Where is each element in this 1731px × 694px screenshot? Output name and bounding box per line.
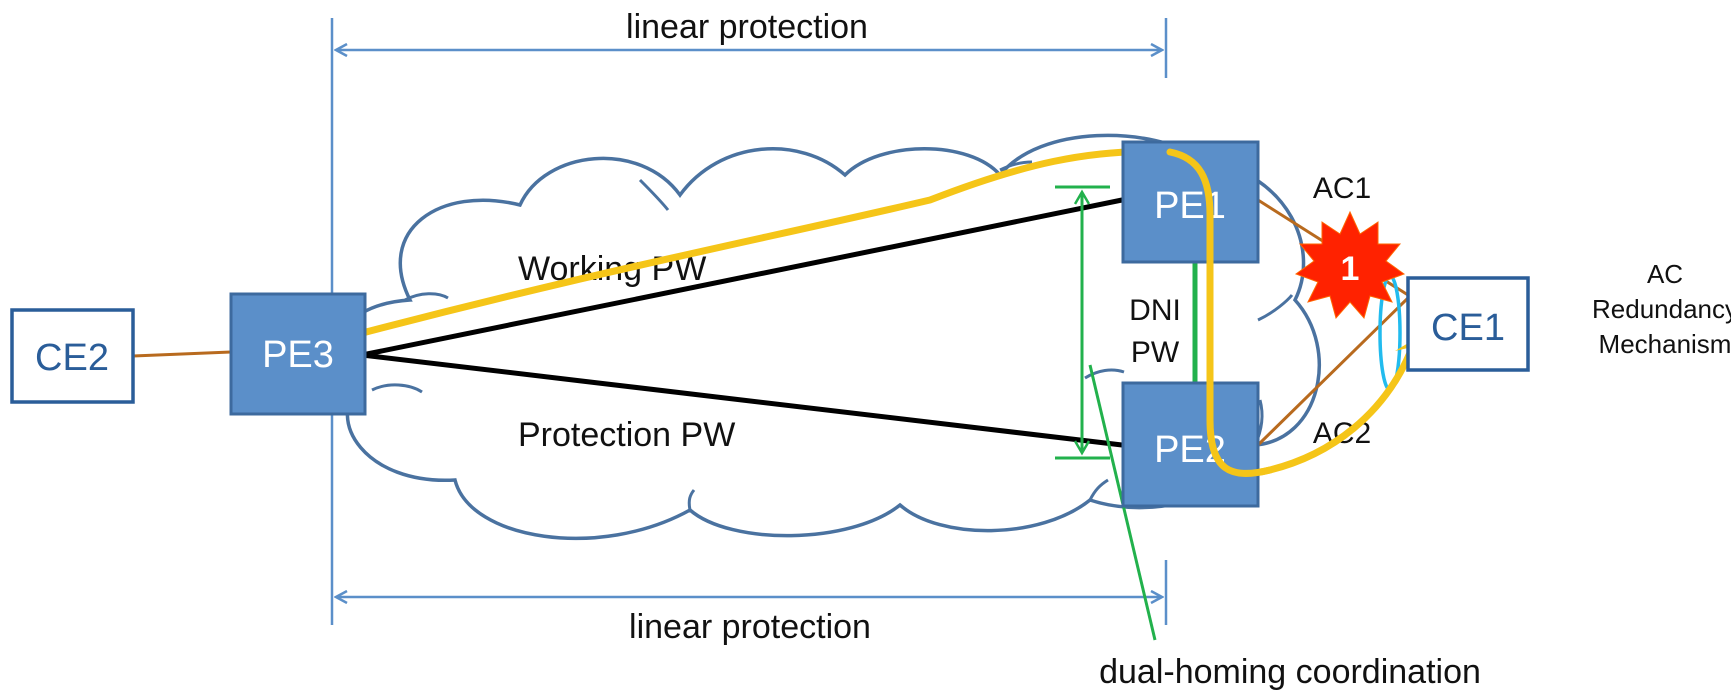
ce2-pe3-link: [132, 350, 232, 358]
ac2-link: [1256, 296, 1410, 447]
ce2-label: CE2: [35, 337, 109, 379]
cloud-puff-arc: [687, 489, 696, 511]
bottom-span-label: linear protection: [629, 608, 871, 646]
ce2-node[interactable]: CE2: [10, 308, 135, 404]
ac1-label: AC1: [1313, 172, 1371, 205]
redundancy-line1: AC: [1647, 259, 1683, 289]
cloud-puff-arc: [1088, 478, 1109, 501]
fault-burst-icon: [1294, 210, 1406, 320]
top-span-label: linear protection: [626, 8, 868, 46]
ce1-label: CE1: [1431, 307, 1505, 349]
pe3-node[interactable]: PE3: [229, 292, 367, 416]
protection-pw-line: [361, 352, 1123, 448]
cloud-puff-arc: [371, 383, 423, 394]
pe3-label: PE3: [262, 334, 334, 376]
pe1-label: PE1: [1154, 185, 1226, 227]
ce1-node[interactable]: CE1: [1406, 276, 1530, 372]
traffic-path-overlay: [1166, 148, 1274, 477]
dni-pw-label-line1: DNI: [1129, 294, 1181, 327]
fault-number: 1: [1341, 250, 1360, 288]
redundancy-line2: Redundancy: [1592, 294, 1731, 324]
pe2-node[interactable]: PE2: [1121, 381, 1260, 508]
working-pw-line: [361, 197, 1123, 358]
fault-marker: 1: [1294, 210, 1406, 320]
dni-pw-label-line2: PW: [1131, 336, 1180, 369]
redundancy-line3: Mechanism: [1599, 329, 1731, 359]
protection-pw-label: Protection PW: [518, 416, 735, 454]
coordination-label: dual-homing coordination: [1099, 653, 1481, 691]
cloud-puff-arc: [638, 178, 670, 211]
cloud-puff-arc: [1257, 294, 1294, 322]
cloud-puff-arc: [999, 160, 1033, 172]
cloud-puff-arc: [404, 292, 449, 302]
